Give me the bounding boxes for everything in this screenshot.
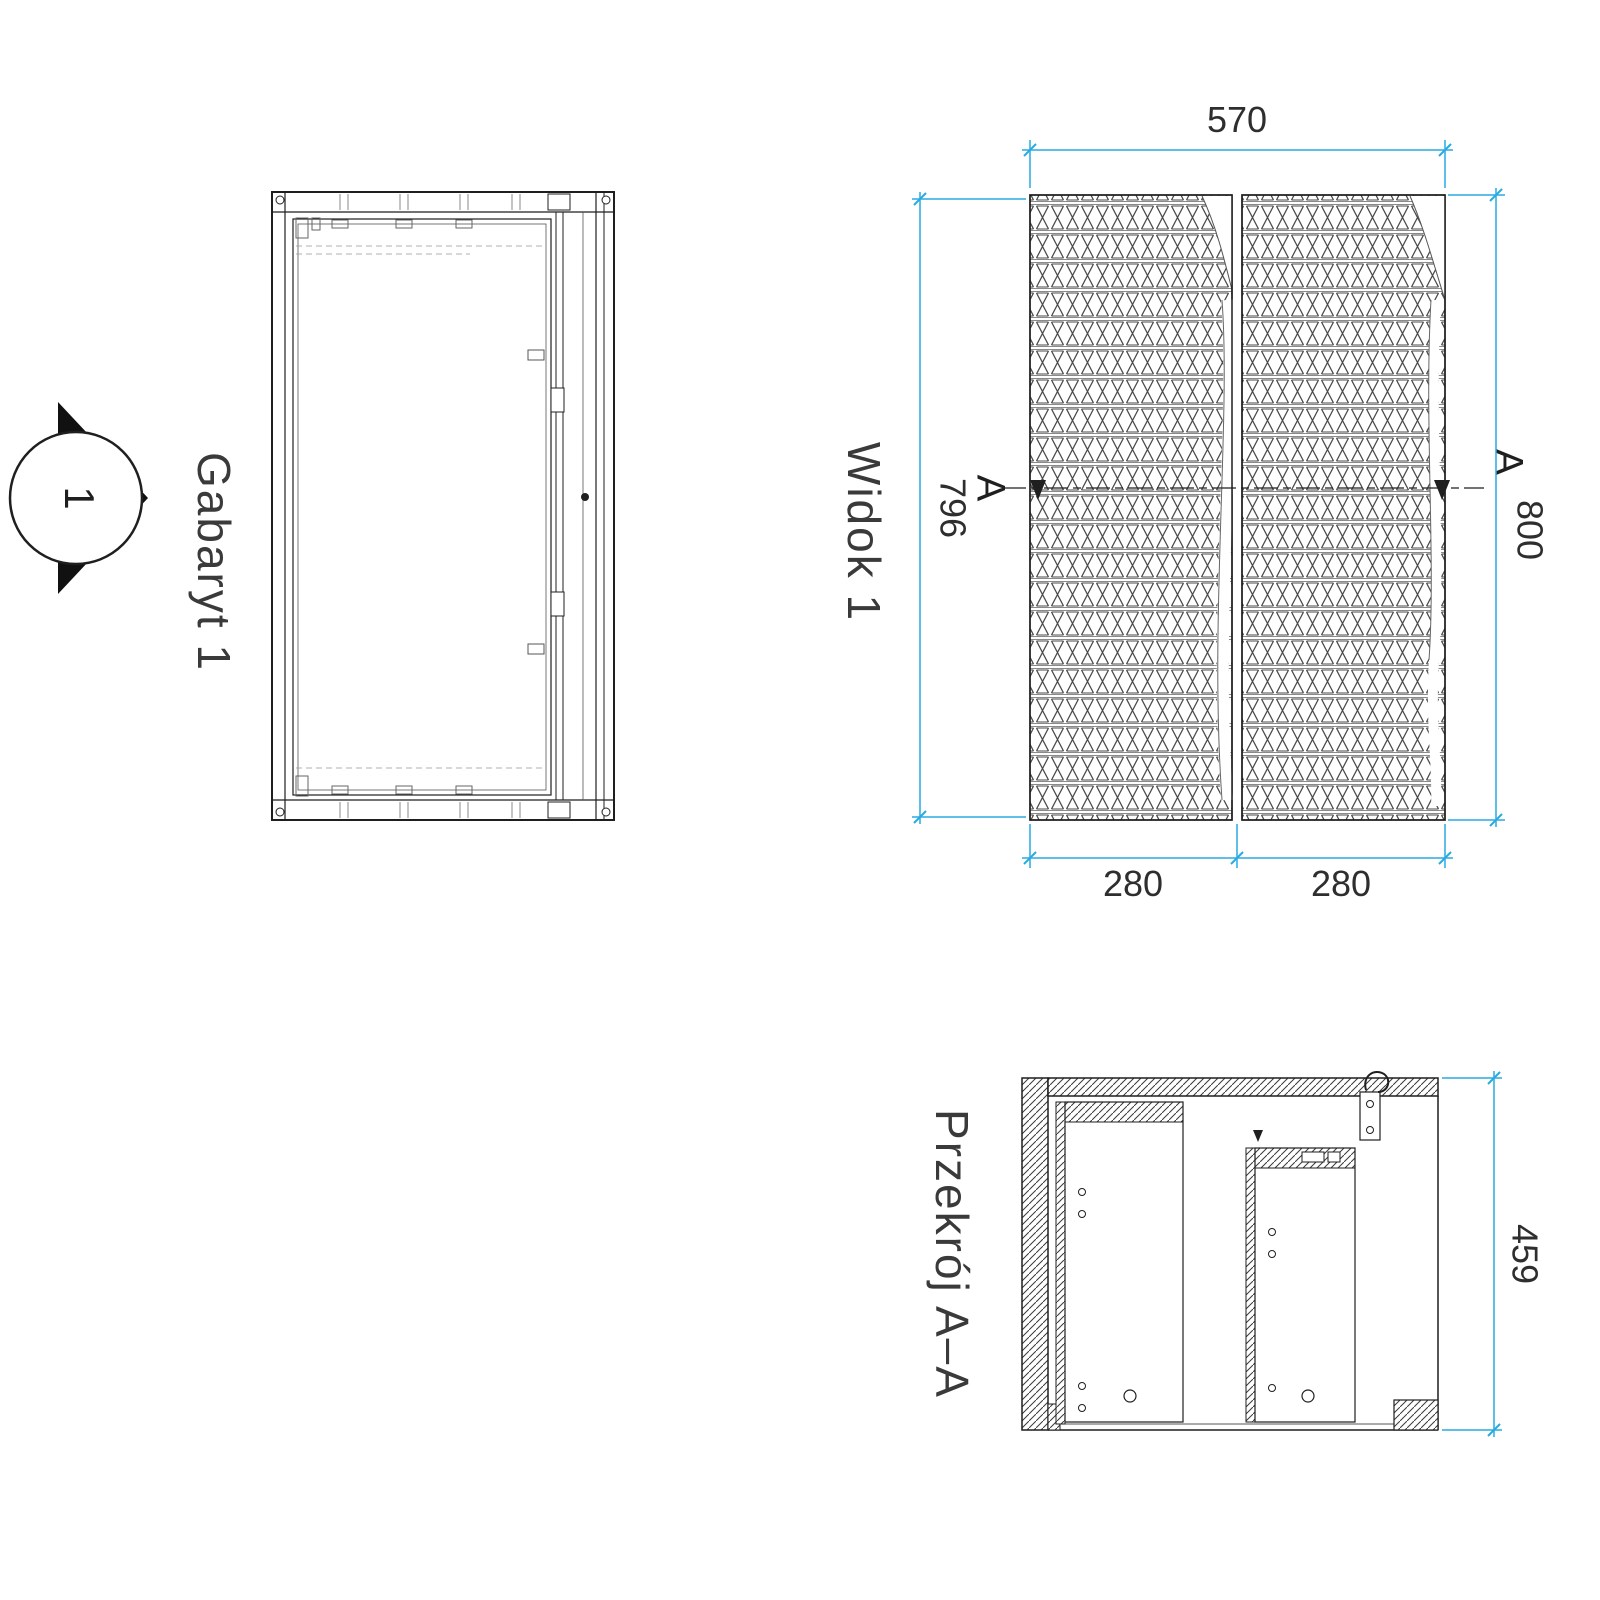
section-letter-left: A — [968, 475, 1012, 502]
datum-arrow-icon — [1253, 1130, 1263, 1142]
corner-bolt-icon — [601, 195, 611, 205]
corner-bolt-icon — [275, 195, 285, 205]
dim-overall-height: 800 — [1509, 500, 1550, 560]
gabaryt-label: Gabaryt 1 — [188, 452, 240, 672]
right-door-section — [1245, 1130, 1356, 1423]
balloon-number: 1 — [56, 486, 103, 509]
widok-label: Widok 1 — [838, 442, 890, 622]
przekroj-label: Przekrój A–A — [926, 1109, 978, 1399]
side-wall-section — [1021, 1077, 1049, 1431]
hinge-bracket — [550, 591, 565, 617]
przekroj-dimensions — [1442, 1071, 1502, 1437]
fastener-marks — [339, 194, 521, 818]
hinge-bracket — [550, 387, 565, 413]
left-door-panel — [1029, 194, 1233, 821]
bottom-rail-section — [1393, 1399, 1439, 1431]
gabaryt-drawing — [271, 191, 615, 821]
cabinet-outline — [271, 191, 615, 821]
interior-hardware — [295, 217, 473, 797]
lock-icon — [581, 493, 589, 501]
dim-left-panel-width: 280 — [1103, 863, 1163, 904]
section-letter-right: A — [1486, 449, 1530, 476]
dim-depth: 459 — [1504, 1224, 1545, 1284]
dim-panel-height: 796 — [932, 478, 973, 538]
przekroj-drawing — [1021, 1071, 1439, 1431]
left-door-section — [1055, 1101, 1184, 1425]
view-direction-symbol: 1 — [8, 402, 148, 594]
hinge-hardware-section — [1359, 1071, 1390, 1141]
widok-dimensions — [912, 140, 1505, 868]
widok-drawing — [1029, 194, 1446, 821]
dim-right-panel-width: 280 — [1311, 863, 1371, 904]
dim-overall-width: 570 — [1207, 99, 1267, 140]
door-glass-outline — [292, 218, 552, 796]
corner-bolt-icon — [275, 807, 285, 817]
section-arrow-icon — [1030, 480, 1046, 500]
right-door-panel — [1241, 194, 1446, 821]
section-cut-line: A A — [968, 449, 1530, 502]
corner-bolt-icon — [601, 807, 611, 817]
top-panel-section — [1047, 1077, 1439, 1097]
section-arrow-icon — [1434, 480, 1450, 500]
balloon-circle — [8, 430, 144, 566]
